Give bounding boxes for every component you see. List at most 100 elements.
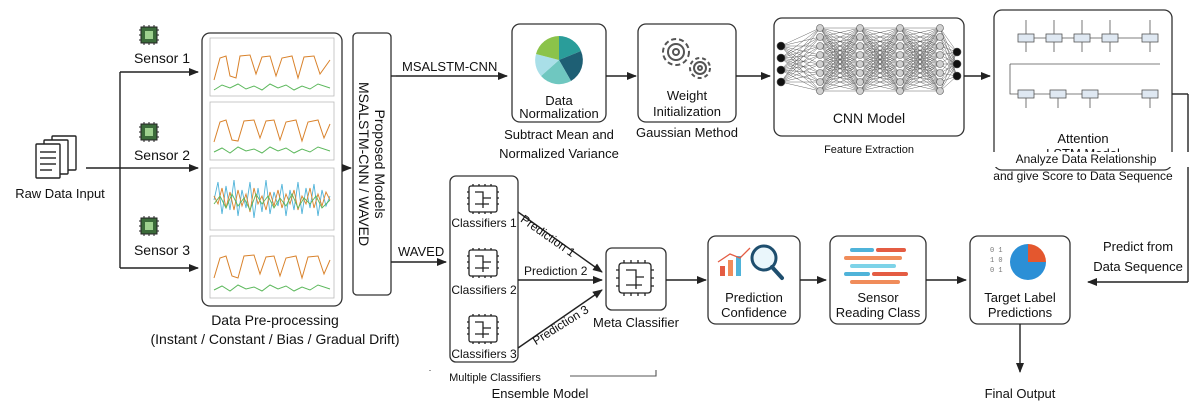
- gears-icon: [662, 38, 711, 79]
- network-edge: [859, 27, 901, 92]
- attention-caption-1: Analyze Data Relationship: [980, 152, 1192, 167]
- attention-line1: Attention: [1057, 131, 1109, 146]
- network-edge: [819, 81, 861, 92]
- network-edge: [780, 63, 821, 71]
- network-edge: [939, 54, 958, 77]
- final-output-label: Final Output: [984, 386, 1056, 401]
- network-node: [896, 87, 904, 95]
- network-edge: [819, 72, 861, 92]
- sensor-reading-line2: Reading Class: [835, 305, 921, 320]
- branch-connectors: [391, 72, 508, 266]
- network-node: [896, 24, 904, 32]
- predict-from-line1: Predict from: [1102, 239, 1174, 254]
- ensemble-model-label: Ensemble Model: [491, 386, 589, 401]
- reading-bars-icon: [844, 248, 908, 284]
- network-edge: [780, 57, 821, 65]
- network-node: [816, 42, 824, 50]
- network-node: [856, 69, 864, 77]
- magnifier-chart-icon: [717, 244, 784, 280]
- cnn-model-title: CNN Model: [832, 110, 906, 126]
- network-edge: [899, 27, 941, 47]
- network-node: [952, 47, 962, 57]
- svg-text:0 1: 0 1: [990, 267, 1003, 275]
- network-node: [776, 65, 786, 75]
- network-edge: [859, 45, 901, 92]
- waved-branch-label: WAVED: [398, 244, 445, 259]
- network-edge: [859, 81, 901, 92]
- network-edge: [819, 63, 861, 92]
- sensor-reading-line1: Sensor: [857, 290, 899, 305]
- network-edge: [939, 51, 958, 83]
- network-node: [776, 77, 786, 87]
- attention-caption-2: and give Score to Data Sequence: [993, 169, 1173, 183]
- classifier-chip-icon: [467, 314, 499, 344]
- network-node: [896, 78, 904, 86]
- network-edge: [899, 27, 941, 56]
- network-edge: [780, 69, 821, 92]
- network-node: [936, 33, 944, 41]
- network-node: [856, 42, 864, 50]
- network-edge: [899, 27, 941, 92]
- network-edge: [819, 27, 861, 83]
- network-node: [816, 60, 824, 68]
- network-edge: [899, 27, 941, 65]
- network-edge: [899, 81, 941, 92]
- network-node: [896, 51, 904, 59]
- sensor-connectors: [86, 68, 199, 272]
- network-edge: [780, 45, 821, 56]
- network-node: [896, 60, 904, 68]
- normalization-line2: Normalization: [519, 106, 599, 121]
- network-edge: [780, 45, 821, 59]
- network-edge: [819, 27, 861, 38]
- network-node: [936, 51, 944, 59]
- classifier-chip-icon: [467, 184, 499, 214]
- svg-text:1 0: 1 0: [990, 257, 1003, 265]
- classifier-1-label: Classifiers 1: [451, 216, 517, 230]
- network-node: [816, 87, 824, 95]
- classifier-chip-icon: [467, 248, 499, 278]
- network-edge: [899, 27, 941, 38]
- network-edge: [819, 45, 861, 92]
- sensor-3-label: Sensor 3: [133, 242, 191, 258]
- msalstm-branch-label: MSALSTM-CNN: [402, 59, 498, 74]
- weight-init-line1: Weight: [666, 88, 708, 103]
- network-edge: [780, 57, 821, 83]
- network-edge: [780, 27, 821, 59]
- network-edge: [859, 27, 901, 38]
- network-edge: [819, 27, 861, 74]
- raw-data-label: Raw Data Input: [15, 186, 105, 201]
- network-node: [936, 78, 944, 86]
- network-edge: [780, 45, 821, 71]
- proposed-models-box: [352, 32, 392, 296]
- network-edge: [780, 54, 821, 83]
- network-edge: [780, 45, 821, 83]
- network-node: [896, 69, 904, 77]
- meta-classifier-box: [605, 247, 667, 311]
- network-edge: [899, 45, 941, 92]
- network-edge: [859, 27, 901, 83]
- network-edge: [819, 27, 861, 65]
- network-edge: [819, 36, 861, 92]
- network-node: [936, 42, 944, 50]
- predict-from-line2: Data Sequence: [1093, 259, 1183, 274]
- normalization-caption-1: Subtract Mean and: [504, 127, 614, 142]
- network-edge: [899, 27, 941, 74]
- network-edge: [939, 27, 958, 53]
- network-edge: [939, 45, 958, 77]
- network-edge: [859, 27, 901, 74]
- network-edge: [899, 72, 941, 92]
- confidence-line2: Confidence: [721, 305, 787, 320]
- network-edge: [780, 69, 821, 74]
- network-edge: [780, 27, 821, 71]
- network-node: [952, 71, 962, 81]
- sensor-chip-icon: [139, 122, 159, 142]
- network-node: [816, 78, 824, 86]
- preprocessing-title: Data Pre-processing: [211, 312, 339, 328]
- network-edge: [780, 36, 821, 47]
- network-node: [816, 69, 824, 77]
- network-edge: [859, 54, 901, 92]
- network-edge: [780, 27, 821, 47]
- network-edge: [899, 63, 941, 92]
- network-edge: [780, 36, 821, 83]
